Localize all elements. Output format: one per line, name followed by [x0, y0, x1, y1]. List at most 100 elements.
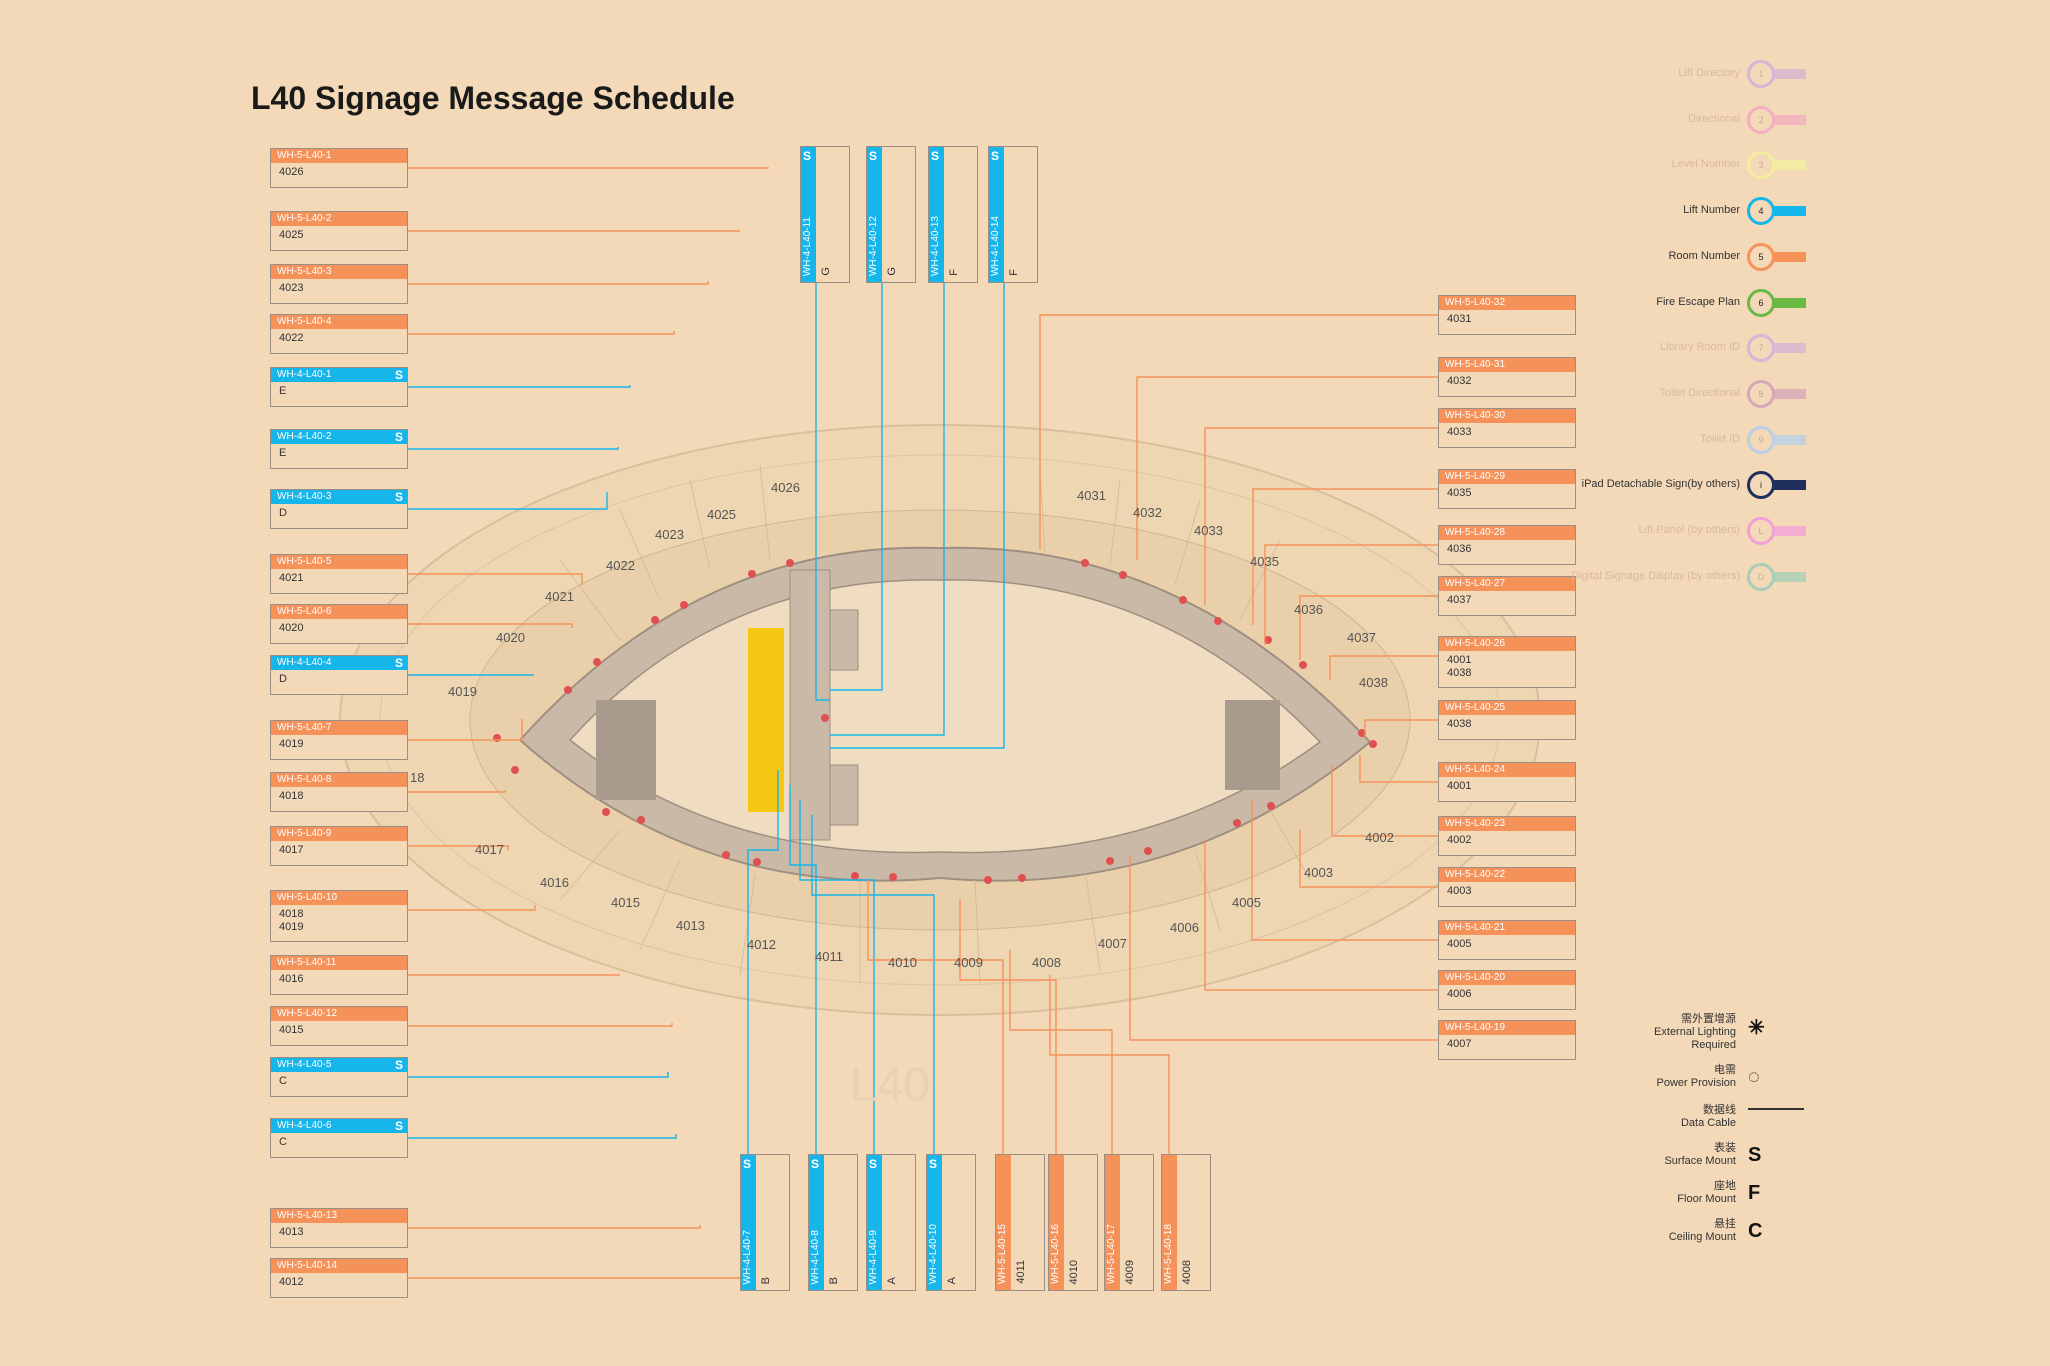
- legend-label: Lift Panel (by others): [1638, 524, 1741, 536]
- sign-message: G: [820, 267, 832, 276]
- leader-line: [408, 1023, 673, 1027]
- leader-line: [799, 800, 875, 1154]
- sign-code: WH-5-L40-25: [1445, 702, 1506, 713]
- sign-tag-wh-5-l40-25: WH-5-L40-25 4038: [1438, 700, 1576, 740]
- note-english-2: Required: [1691, 1039, 1736, 1051]
- sign-code: WH-4-L40-11: [802, 216, 813, 276]
- sign-message: 4016: [279, 973, 304, 985]
- leader-line: [1299, 830, 1438, 888]
- sign-message: 4038: [1447, 718, 1472, 730]
- room-number-label: 4036: [1294, 602, 1323, 617]
- mount-symbol: F: [1748, 1182, 1761, 1204]
- leader-line: [1136, 376, 1438, 560]
- mount-symbol: S: [394, 490, 403, 504]
- legend-number-badge: 5: [1747, 242, 1775, 271]
- legend-number-badge: 8: [1747, 379, 1775, 408]
- note-english: Power Provision: [1656, 1077, 1736, 1089]
- sign-message: 4033: [1447, 426, 1472, 438]
- legend-color-bar: [1758, 434, 1806, 445]
- legend-color-bar: [1758, 69, 1806, 79]
- room-number-label: 4007: [1098, 936, 1127, 951]
- sign-message: A: [946, 1276, 958, 1284]
- leader-line: [408, 1134, 677, 1139]
- mount-symbol: S: [394, 1119, 403, 1133]
- sign-message: 4025: [279, 229, 304, 241]
- sign-message: F: [1008, 269, 1020, 276]
- sign-message: 4018: [279, 908, 304, 920]
- room-number-label: 4037: [1347, 630, 1376, 645]
- mount-symbol: S: [869, 1157, 878, 1171]
- sign-message: 4019: [279, 921, 304, 933]
- leader-line: [1359, 755, 1438, 783]
- sign-code: WH-4-L40-7: [742, 1229, 753, 1284]
- leader-line: [1252, 488, 1438, 625]
- core-block-right: [1225, 700, 1280, 790]
- legend-number-badge: L: [1747, 517, 1775, 545]
- sign-code: WH-5-L40-29: [1445, 471, 1506, 482]
- mount-symbol: S: [929, 1157, 938, 1171]
- mount-symbol: S: [991, 149, 1000, 163]
- sign-message: 4015: [279, 1024, 304, 1036]
- leader-line: [408, 385, 631, 388]
- room-number-label: 4017: [475, 842, 504, 857]
- room-number-label: 4009: [954, 955, 983, 970]
- sign-markers: [493, 559, 1377, 884]
- room-number-label: 4038: [1359, 675, 1388, 690]
- sign-message: D: [279, 673, 287, 685]
- sign-message: 4031: [1447, 313, 1472, 325]
- sign-message: 4020: [279, 622, 304, 634]
- sign-code: WH-5-L40-4: [277, 316, 332, 327]
- leader-line: [1299, 595, 1438, 660]
- leader-line: [1129, 855, 1438, 1041]
- sign-code: WH-4-L40-8: [810, 1229, 821, 1284]
- leader-line: [408, 167, 769, 169]
- legend-color-bar: [1758, 343, 1806, 354]
- leader-line: [408, 447, 619, 450]
- data-cable-line: [1748, 1108, 1804, 1110]
- room-number-label: 4006: [1170, 920, 1199, 935]
- sign-message: D: [279, 507, 287, 519]
- leader-line: [408, 573, 583, 585]
- room-number-label: 4013: [676, 918, 705, 933]
- room-number-label: 4025: [707, 507, 736, 522]
- room-number-label: 4012: [747, 937, 776, 952]
- room-number-label: 4002: [1365, 830, 1394, 845]
- sign-code: WH-4-L40-5: [277, 1059, 332, 1070]
- note-english: Data Cable: [1680, 1117, 1736, 1129]
- sign-code: WH-5-L40-32: [1445, 297, 1506, 308]
- sign-message: 4005: [1447, 938, 1472, 950]
- sign-message: 4006: [1447, 988, 1472, 1000]
- room-number-label: 4010: [888, 955, 917, 970]
- sign-code: WH-5-L40-30: [1445, 410, 1506, 421]
- legend-number-badge: 9: [1747, 425, 1775, 454]
- sign-code: WH-5-L40-10: [277, 892, 338, 903]
- sign-code: WH-5-L40-8: [277, 774, 332, 785]
- service-room-2: [829, 764, 859, 826]
- room-number-label: 4011: [815, 949, 843, 964]
- leader-line: [408, 331, 675, 335]
- leader-line: [408, 1225, 701, 1229]
- note-chinese: 数据线: [1703, 1104, 1736, 1116]
- note-english: Surface Mount: [1664, 1155, 1736, 1167]
